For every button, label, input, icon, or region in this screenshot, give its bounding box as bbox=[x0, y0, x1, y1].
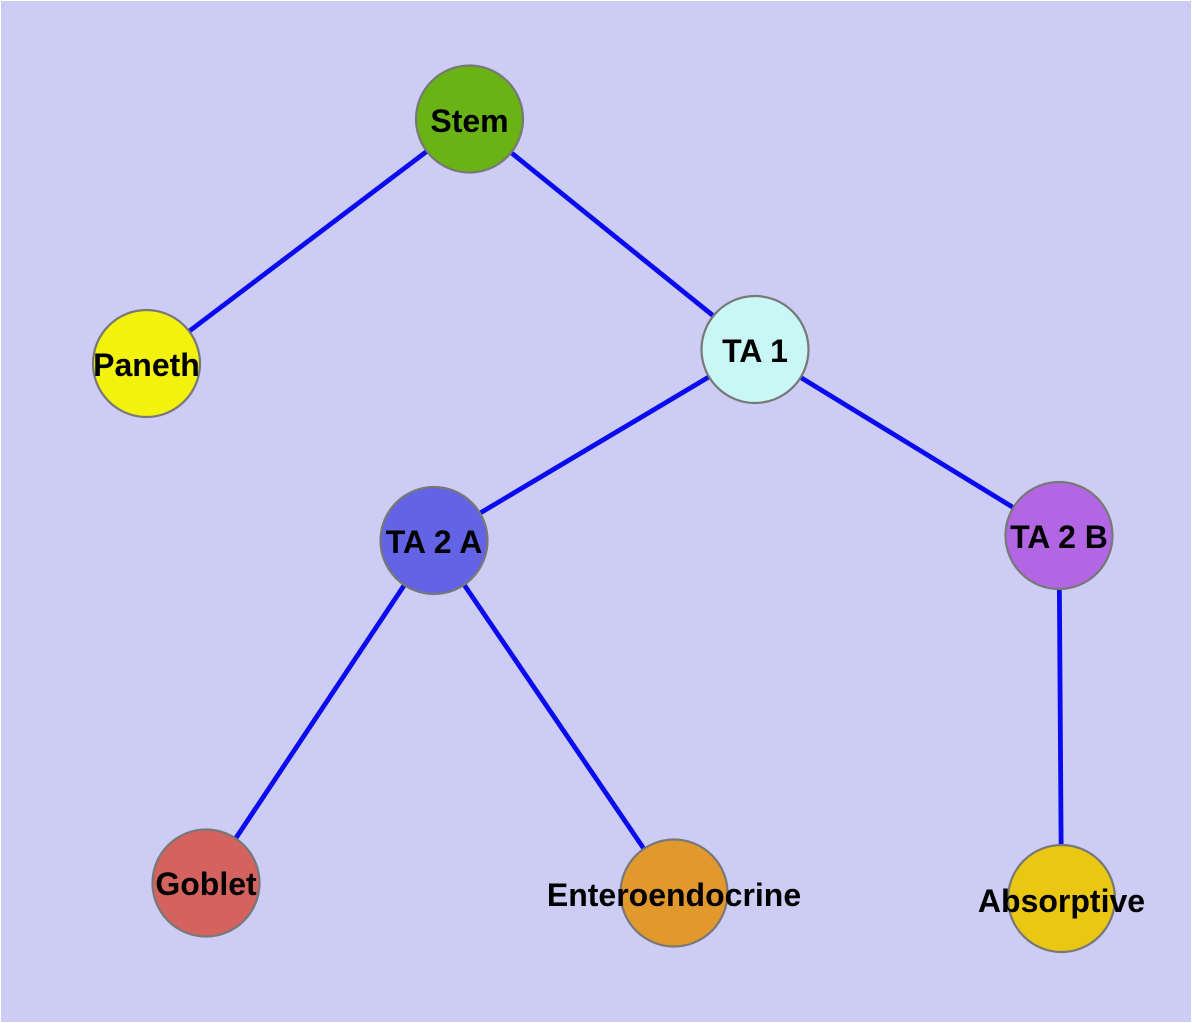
svg-text:TA 1: TA 1 bbox=[722, 333, 788, 369]
svg-text:Absorptive: Absorptive bbox=[978, 883, 1145, 919]
svg-text:TA 2 A: TA 2 A bbox=[386, 524, 483, 560]
svg-text:Paneth: Paneth bbox=[93, 347, 200, 383]
svg-text:TA 2 B: TA 2 B bbox=[1010, 519, 1108, 555]
svg-text:Goblet: Goblet bbox=[155, 866, 257, 902]
svg-text:Enteroendocrine: Enteroendocrine bbox=[547, 877, 801, 913]
svg-text:Stem: Stem bbox=[430, 103, 508, 139]
